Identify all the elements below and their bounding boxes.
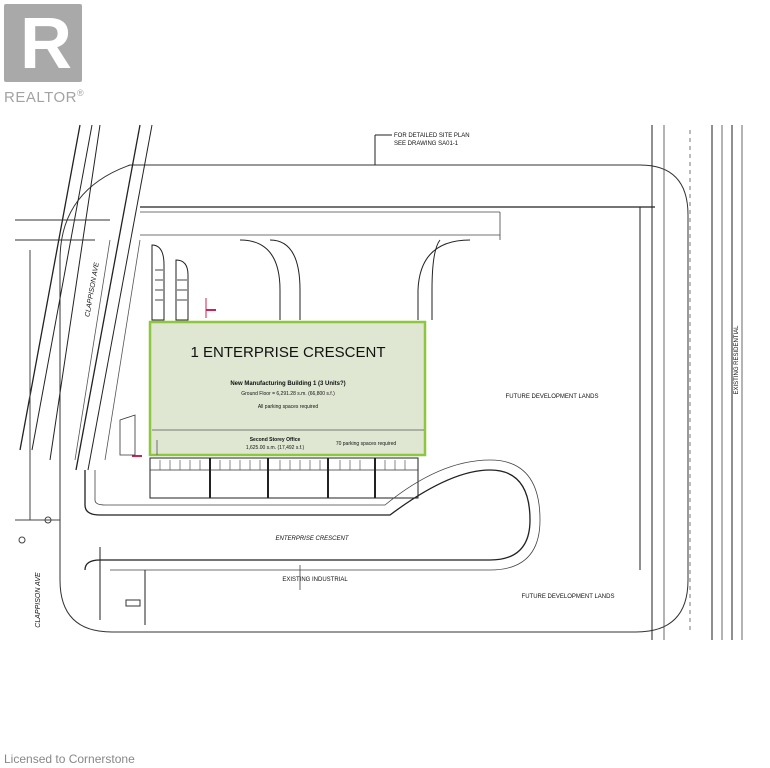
- registered-mark: ®: [76, 88, 85, 98]
- enterprise-crescent-label: ENTERPRISE CRESCENT: [275, 536, 349, 542]
- site-plan-note-line1: FOR DETAILED SITE PLAN: [394, 133, 470, 139]
- office-area: 1,625.00 s.m. (17,492 s.f.): [246, 445, 305, 451]
- building-subtitle: New Manufacturing Building 1 (3 Units?): [230, 381, 345, 387]
- future-dev-east-label: FUTURE DEVELOPMENT LANDS: [506, 394, 599, 400]
- building-footprint: [148, 320, 427, 457]
- existing-industrial-label: EXISTING INDUSTRIAL: [282, 577, 348, 583]
- future-dev-south-label: FUTURE DEVELOPMENT LANDS: [522, 594, 615, 600]
- north-driveway-west-b: [269, 239, 301, 320]
- office-parking: 70 parking spaces required: [336, 441, 397, 447]
- north-driveway-east-b: [431, 239, 441, 320]
- clappison-ave-road: [19, 124, 153, 471]
- enterprise-crescent-road: [84, 459, 541, 625]
- existing-residential-label: EXISTING RESIDENTIAL: [734, 325, 740, 395]
- realtor-logo-icon: R: [4, 4, 82, 82]
- realtor-brand: REALTOR: [4, 89, 77, 106]
- north-lot-line: [140, 206, 655, 240]
- site-plan-note: [374, 134, 392, 165]
- north-driveway-west: [239, 239, 281, 320]
- site-boundary: [59, 164, 689, 633]
- clappison-ave-south-label: CLAPPISON AVE: [35, 572, 42, 628]
- realtor-logo-text: REALTOR®: [4, 88, 90, 106]
- south-parking-lot: [119, 414, 419, 499]
- building-parking: All parking spaces required: [258, 404, 319, 410]
- north-driveway-east: [417, 239, 471, 320]
- site-plan-note-line2: SEE DRAWING SA01-1: [394, 141, 459, 147]
- building-area: Ground Floor = 6,291.28 s.m. (66,800 s.f…: [241, 391, 335, 397]
- east-property-lines: [639, 125, 743, 640]
- license-footer: Licensed to Cornerstone: [4, 752, 135, 766]
- realtor-logo-letter: R: [20, 4, 72, 84]
- office-label: Second Storey Office: [250, 437, 301, 443]
- west-parcels: [15, 219, 110, 544]
- realtor-watermark: R REALTOR®: [4, 4, 90, 106]
- clappison-ave-north-label: CLAPPISON AVE: [84, 262, 101, 318]
- building-title: 1 ENTERPRISE CRESCENT: [190, 344, 386, 361]
- west-parking-stalls: [151, 244, 216, 321]
